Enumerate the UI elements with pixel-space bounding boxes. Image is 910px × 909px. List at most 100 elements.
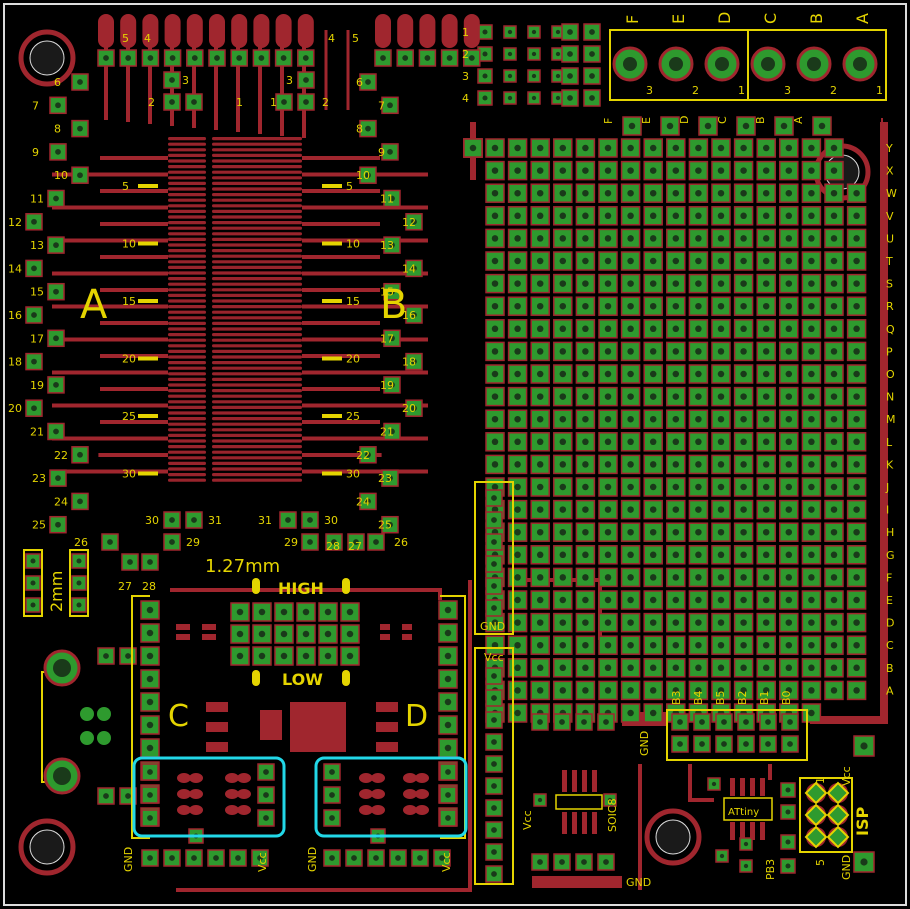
pad-hole [785,596,793,604]
mid-mark-bar [138,356,158,361]
pad-hole [604,325,612,333]
d-highlight-box[interactable] [314,756,468,838]
pad-hole [581,859,587,865]
pad-hole [830,393,838,400]
proto-grid-pad [711,319,731,339]
proto-grid-pad [711,228,731,249]
proto-grid-pad [620,341,641,362]
attiny-pad [750,778,755,796]
top-pin-number: 3 [286,74,293,87]
top-header-finger [375,14,391,48]
proto-grid-pad [846,206,867,226]
pad-hole [491,393,499,400]
proto-grid-pad [733,590,754,610]
label-a: A [80,282,108,328]
pad-hole [514,212,521,220]
pad-hole [830,664,838,672]
pad-hole [146,629,154,637]
pad-hole [303,77,309,83]
pad-hole [258,608,266,616]
pad-hole [830,302,838,310]
proto-grid-pad [575,386,596,407]
proto-grid-pad [824,409,844,429]
pad-hole [604,461,612,468]
c-highlight-box[interactable] [132,756,286,838]
proto-grid-pad [756,635,776,655]
top-header-finger [397,14,414,48]
proto-grid-pad [688,680,709,701]
b-header-pad [781,713,799,731]
fine-pitch-pad [212,377,302,381]
proto-grid-pad [643,409,663,429]
connector-hole [715,57,729,71]
edge-pad [49,143,67,161]
pad-hole [853,528,860,536]
proto-grid-pad [846,251,867,271]
pad-hole [762,483,770,491]
pin-number-right: 16 [402,309,416,322]
proto-grid-pad [801,251,822,271]
proto-grid-pad [530,432,550,452]
pad-hole [762,506,770,513]
fine-pitch-pad [168,372,206,376]
pad-hole [649,415,657,423]
proto-grid-pad [643,319,663,339]
proto-grid-pad [643,454,663,475]
connector-hole [669,57,683,71]
pad-hole [536,641,544,649]
pad-hole [491,717,497,723]
pad-hole [853,664,860,672]
proto-grid-pad [824,545,844,565]
pad-hole [589,95,595,101]
pad-hole [649,506,657,513]
pad-hole [365,498,371,505]
pad-hole [717,551,725,559]
proto-grid-pad [733,454,754,475]
mid-mark-bar [138,184,158,188]
connector-hole [761,57,775,71]
pad-hole [649,393,657,400]
label-isp-vcc: Vcc [840,766,853,786]
pad-hole [853,235,860,242]
pad-hole [514,302,521,310]
pad-hole [491,325,499,333]
pad-hole [740,212,747,220]
pad-hole [559,438,567,446]
pad-hole [514,506,521,513]
pad-hole [559,257,567,265]
edge-pad [49,515,67,534]
pad-hole [672,415,680,423]
soic-pad [582,812,587,834]
pad-hole [808,596,815,604]
proto-grid-pad [733,545,754,565]
pad-hole [507,51,513,57]
pad-hole [808,370,815,378]
proto-grid-pad [620,160,641,181]
proto-grid-pad [598,364,618,384]
pin-number-left: 13 [30,239,44,252]
pad-hole [649,619,657,626]
header-pad [340,646,360,666]
pad-hole [302,652,310,660]
pad-hole [762,461,770,468]
pad-hole [717,393,725,400]
pad-hole [582,641,589,649]
proto-grid-pad [507,612,528,633]
pad-hole [717,619,725,626]
mid-mark-left: 20 [122,353,136,366]
proto-grid-pad [688,183,709,203]
fine-pitch-pad [168,181,206,185]
fine-pitch-pad [168,260,206,264]
pin-number-left: 25 [32,519,46,532]
proto-grid-pad [530,409,550,429]
label-isp-gnd: GND [840,855,853,880]
proto-grid-pad [620,590,641,610]
fine-pitch-pad [168,473,206,477]
proto-grid-pad [507,296,528,316]
pad-hole [582,257,589,265]
top-header-pad [230,49,248,67]
mid-mark-bar [322,471,342,476]
pad-hole [604,415,612,423]
pad-hole [762,144,770,152]
